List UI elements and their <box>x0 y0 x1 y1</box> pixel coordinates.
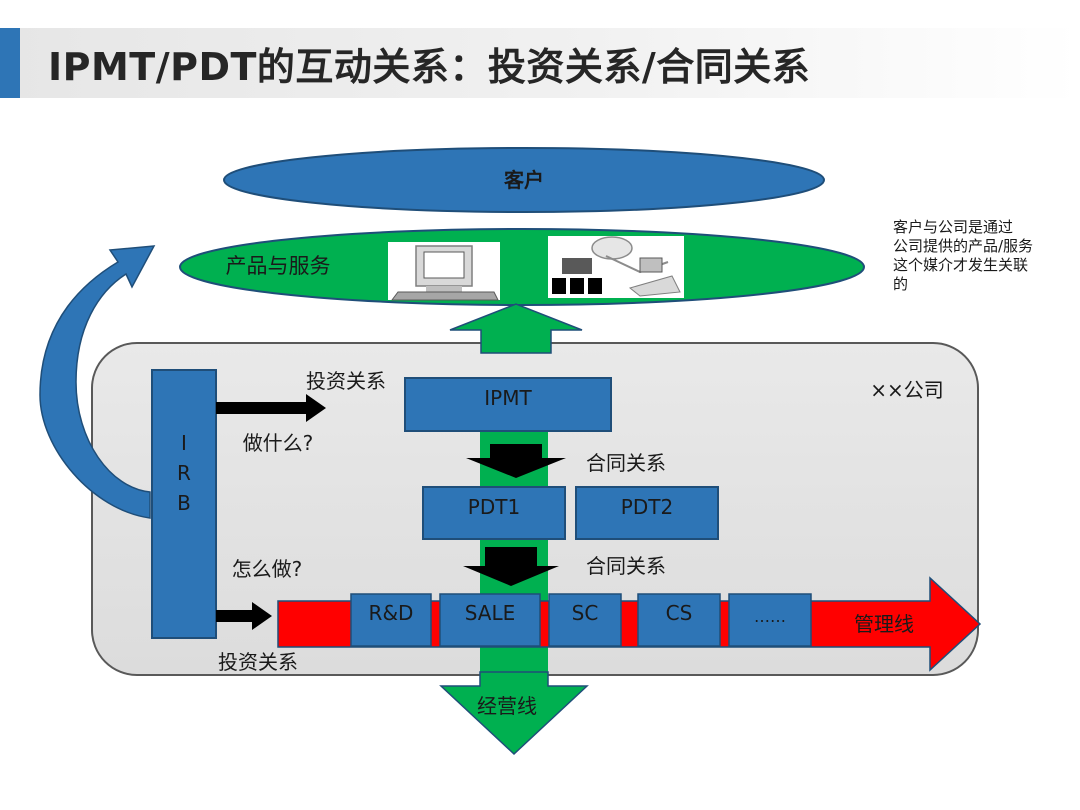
feedback-curve-arrow <box>39 245 156 519</box>
function-box-rnd <box>350 593 432 647</box>
irb-letter-r: R <box>177 461 191 485</box>
customer-ellipse <box>223 147 825 213</box>
ipmt-to-pdt-arrow <box>466 444 566 478</box>
note-line-4: 的 <box>893 275 908 293</box>
green-up-arrow <box>449 303 583 354</box>
note-line-3: 这个媒介才发生关联 <box>893 256 1028 274</box>
irb-letter-b: B <box>177 491 191 515</box>
computer-image <box>388 242 500 301</box>
title-accent-bar <box>0 28 20 98</box>
function-label-rnd: R&D <box>369 601 414 625</box>
note-line-2: 公司提供的产品/服务 <box>893 237 1033 255</box>
operation-line-label: 经营线 <box>477 694 537 718</box>
page-title: IPMT/PDT的互动关系：投资关系/合同关系 <box>48 45 811 89</box>
contract-relation-2-label: 合同关系 <box>586 554 666 578</box>
investment-relation-bottom-label: 投资关系 <box>218 650 298 674</box>
irb-box <box>151 369 217 639</box>
pdt2-label: PDT2 <box>621 495 673 519</box>
function-label-more: …… <box>754 607 786 626</box>
function-label-cs: CS <box>666 601 693 625</box>
ipmt-box <box>404 377 612 432</box>
relationship-note: 客户与公司是通过 公司提供的产品/服务 这个媒介才发生关联 的 <box>893 218 1033 293</box>
pdt1-label: PDT1 <box>468 495 520 519</box>
investment-relation-top-label: 投资关系 <box>306 369 386 393</box>
title-bar: IPMT/PDT的互动关系：投资关系/合同关系 <box>0 28 1080 98</box>
irb-letter-i: I <box>181 431 187 455</box>
function-box-sale <box>439 593 541 647</box>
company-label: ××公司 <box>870 378 944 402</box>
pdt1-box <box>422 486 566 540</box>
products-services-label: 产品与服务 <box>226 254 331 278</box>
irb-to-ipmt-arrow <box>216 394 326 422</box>
function-label-sc: SC <box>572 601 599 625</box>
operation-line-arrow <box>439 671 589 756</box>
ipmt-label: IPMT <box>484 386 532 410</box>
management-line-label: 管理线 <box>854 612 914 636</box>
network-service-image <box>548 236 684 298</box>
products-services-ellipse <box>179 228 865 306</box>
function-box-sc <box>548 593 622 647</box>
function-label-sale: SALE <box>465 601 516 625</box>
pdt2-box <box>575 486 719 540</box>
how-to-do-label: 怎么做? <box>232 557 303 581</box>
what-to-do-label: 做什么? <box>243 431 314 455</box>
note-line-1: 客户与公司是通过 <box>893 218 1013 236</box>
irb-to-functions-arrow <box>216 602 272 630</box>
contract-relation-1-label: 合同关系 <box>586 451 666 475</box>
function-box-cs <box>637 593 721 647</box>
function-box-more <box>728 593 812 647</box>
customer-label: 客户 <box>503 168 544 192</box>
pdt-to-functions-arrow <box>463 547 559 586</box>
